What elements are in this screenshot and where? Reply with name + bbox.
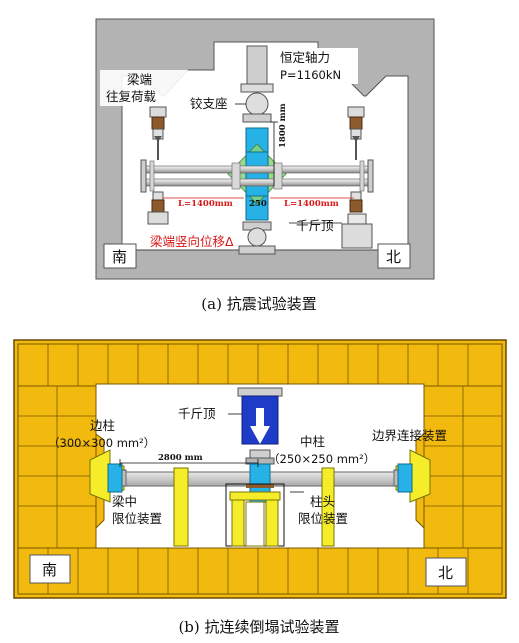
beam-displacement-label: 梁端竖向位移Δ <box>150 234 234 249</box>
south-label-box-a <box>103 243 137 269</box>
beam-end-load-line2: 往复荷载 <box>106 89 157 104</box>
axial-force-value: P=1160kN <box>280 68 341 82</box>
south-label-box-b <box>29 554 71 584</box>
side-column-label-1: 边柱 <box>90 418 115 433</box>
south-label-b: 南 <box>42 561 57 579</box>
middle-column-label-2: （250×250 mm²） <box>268 452 375 466</box>
jack-label-b: 千斤顶 <box>178 406 216 421</box>
left-span-dimension: L=1400mm <box>178 199 233 209</box>
north-label-box-a <box>377 243 411 269</box>
caption-a: (a) 抗震试验装置 <box>201 295 316 313</box>
side-column-label-2: （300×300 mm²） <box>48 436 155 450</box>
caption-b: (b) 抗连续倒塌试验装置 <box>178 618 339 636</box>
jack-label-a: 千斤顶 <box>296 218 334 233</box>
column-size-label: 250 <box>249 199 267 209</box>
north-label-a: 北 <box>386 248 401 266</box>
column-head-limit-label-1: 柱头 <box>310 494 335 509</box>
panel-a-seismic-setup: 恒定轴力 P=1160kN 梁端 往复荷载 铰支座 1800 mm L=1400… <box>95 18 435 280</box>
beam-mid-limit-left <box>173 467 189 547</box>
beam-mid-limit-right <box>321 467 335 547</box>
right-span-dimension: L=1400mm <box>284 199 339 209</box>
side-column-right <box>397 463 413 493</box>
south-label-a: 南 <box>112 248 127 266</box>
right-beam-end-actuator <box>347 106 365 213</box>
top-hinge-support <box>245 92 269 116</box>
span-dimension-b: 2800 mm <box>158 453 203 463</box>
hinge-support-label: 铰支座 <box>190 96 228 111</box>
beam-mid-limit-label-1: 梁中 <box>112 494 137 509</box>
beam-mid-limit-label-2: 限位装置 <box>112 511 162 526</box>
boundary-device-label: 边界连接装置 <box>372 428 447 443</box>
north-label-box-b <box>425 557 467 587</box>
bottom-hinge-support <box>247 227 267 247</box>
beam-end-load-line1: 梁端 <box>127 72 152 87</box>
load-arrow <box>250 408 270 444</box>
axial-actuator <box>246 45 268 87</box>
axial-force-title: 恒定轴力 <box>280 50 330 65</box>
north-label-b: 北 <box>438 564 453 582</box>
panel-b-collapse-setup: 千斤顶 边柱 （300×300 mm²） 中柱 （250×250 mm²） 边界… <box>13 339 507 599</box>
column-head-limit-label-2: 限位装置 <box>298 511 348 526</box>
jack-a <box>341 223 373 249</box>
beam-rod-upper <box>145 165 369 174</box>
side-column-left <box>107 463 123 493</box>
column-height-dimension: 1800 mm <box>278 103 288 148</box>
beam-rod-lower <box>145 178 369 187</box>
column-head-limit-device <box>229 491 281 547</box>
left-beam-end-actuator <box>147 106 169 225</box>
middle-column-label-1: 中柱 <box>300 434 325 449</box>
